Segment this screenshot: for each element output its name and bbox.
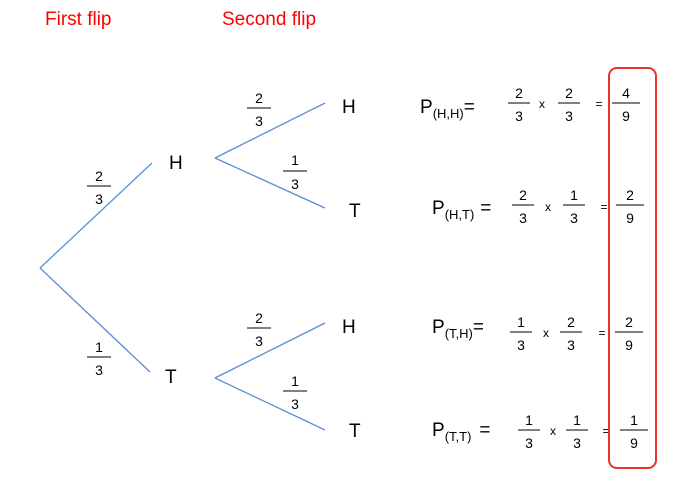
result-denominator: 9: [625, 337, 633, 353]
prob-label: P(T,H)=: [432, 317, 484, 341]
branch-prob-TT: 1 3: [283, 373, 307, 412]
prob-letter: P: [432, 420, 445, 441]
factor-b-numerator: 2: [565, 85, 573, 101]
factor-b-numerator: 2: [567, 314, 575, 330]
factor-a-numerator: 1: [525, 412, 533, 428]
times-sign: x: [543, 326, 549, 340]
branch-prob-first-T: 1 3: [87, 339, 111, 378]
factor-b-denominator: 3: [573, 435, 581, 451]
fraction-denominator: 3: [291, 176, 299, 192]
fraction-denominator: 3: [255, 333, 263, 349]
equation-row-TH: P(T,H)= 1 3 x 2 3 = 2 9: [432, 314, 643, 353]
factor-b-denominator: 3: [565, 108, 573, 124]
factor-a-denominator: 3: [519, 210, 527, 226]
fraction-numerator: 2: [95, 168, 103, 184]
result-denominator: 9: [630, 435, 638, 451]
equals-sign: =: [595, 97, 602, 111]
times-sign: x: [539, 97, 545, 111]
header-first-flip: First flip: [45, 9, 112, 30]
factor-b-denominator: 3: [567, 337, 575, 353]
times-sign: x: [550, 424, 556, 438]
branch-H-T: [214, 157, 326, 209]
branch-root-H: [39, 162, 153, 269]
factor-b-numerator: 1: [573, 412, 581, 428]
fraction-numerator: 1: [291, 373, 299, 389]
fraction-denominator: 3: [95, 362, 103, 378]
factor-b-numerator: 1: [570, 187, 578, 203]
branch-prob-HT: 1 3: [283, 152, 307, 192]
result-numerator: 1: [630, 412, 638, 428]
node-TH: H: [342, 317, 356, 338]
branch-prob-first-H: 2 3: [87, 168, 111, 207]
factor-a-denominator: 3: [525, 435, 533, 451]
equals-sign: =: [598, 326, 605, 340]
prob-label: P(H,T) =: [432, 198, 491, 222]
branch-T-T: [214, 377, 326, 431]
fraction-numerator: 1: [291, 152, 299, 168]
result-denominator: 9: [626, 210, 634, 226]
factor-a-denominator: 3: [517, 337, 525, 353]
equals-sign: =: [600, 200, 607, 214]
equals-sign: =: [473, 317, 484, 338]
prob-letter: P: [432, 198, 445, 219]
equals-sign: =: [602, 424, 609, 438]
fraction-numerator: 1: [95, 339, 103, 355]
branch-H-H: [214, 102, 326, 159]
prob-subscript: (T,T): [445, 429, 472, 444]
prob-subscript: (H,H): [433, 106, 464, 121]
equation-row-TT: P(T,T) = 1 3 x 1 3 = 1 9: [432, 412, 648, 451]
node-first-H: H: [169, 153, 183, 174]
result-denominator: 9: [622, 108, 630, 124]
branch-T-H: [214, 322, 326, 379]
results-highlight-box: [608, 67, 657, 469]
result-numerator: 4: [622, 85, 630, 101]
fraction-denominator: 3: [255, 113, 263, 129]
equals-sign: =: [480, 198, 491, 219]
prob-subscript: (H,T): [445, 207, 475, 222]
prob-letter: P: [420, 97, 433, 118]
factor-a-numerator: 2: [515, 85, 523, 101]
factor-b-denominator: 3: [570, 210, 578, 226]
equation-row-HT: P(H,T) = 2 3 x 1 3 = 2 9: [432, 187, 644, 226]
prob-letter: P: [432, 317, 445, 338]
header-second-flip: Second flip: [222, 9, 316, 30]
node-HT: T: [349, 201, 361, 222]
factor-a-denominator: 3: [515, 108, 523, 124]
factor-a-numerator: 1: [517, 314, 525, 330]
result-numerator: 2: [625, 314, 633, 330]
fraction-numerator: 2: [255, 90, 263, 106]
node-TT: T: [349, 421, 361, 442]
node-first-T: T: [165, 367, 177, 388]
branch-root-T: [39, 267, 151, 373]
fraction-denominator: 3: [95, 191, 103, 207]
node-HH: H: [342, 97, 356, 118]
fraction-numerator: 2: [255, 310, 263, 326]
times-sign: x: [545, 200, 551, 214]
equation-row-HH: P(H,H)= 2 3 x 2 3 = 4 9: [420, 85, 640, 124]
tree-branches: [39, 102, 326, 431]
branch-prob-TH: 2 3: [247, 310, 271, 349]
result-numerator: 2: [626, 187, 634, 203]
prob-label: P(T,T) =: [432, 420, 491, 444]
factor-a-numerator: 2: [519, 187, 527, 203]
prob-label: P(H,H)=: [420, 97, 475, 121]
fraction-denominator: 3: [291, 396, 299, 412]
equals-sign: =: [479, 420, 490, 441]
prob-subscript: (T,H): [445, 326, 473, 341]
equals-sign: =: [464, 97, 475, 118]
branch-prob-HH: 2 3: [247, 90, 271, 129]
